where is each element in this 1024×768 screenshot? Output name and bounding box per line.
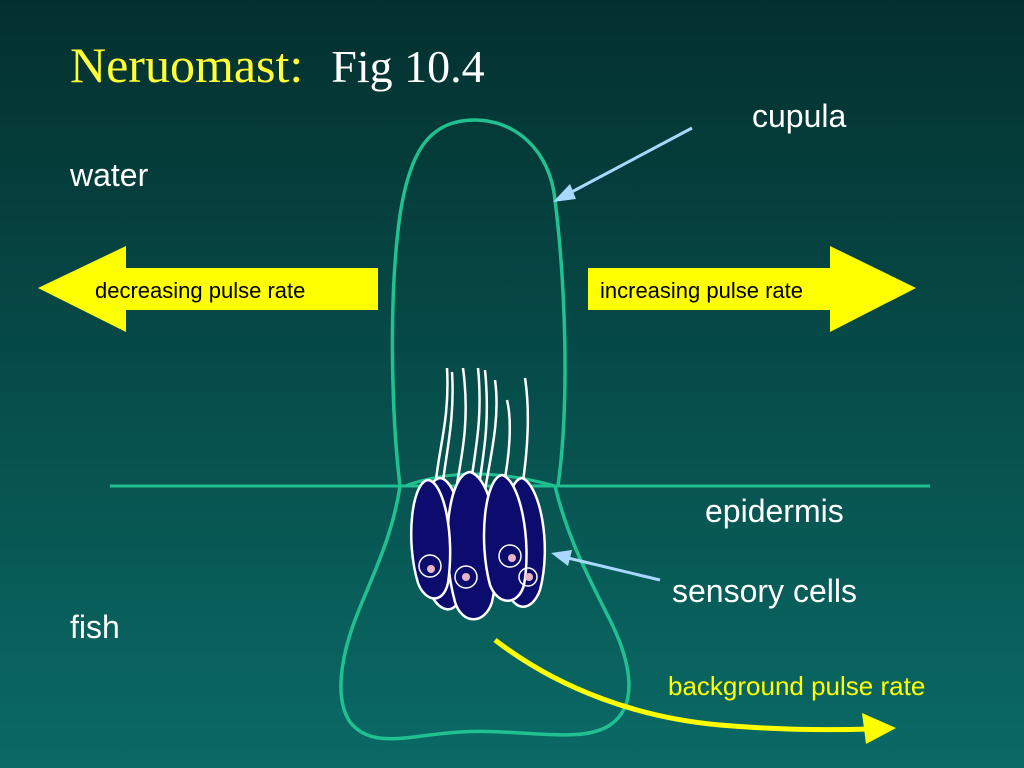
cell-nucleus — [498, 544, 522, 568]
title-main: Neruomast: — [70, 37, 304, 93]
cell-nucleolus — [508, 554, 516, 562]
cell-nucleolus — [427, 565, 435, 573]
title-fig: Fig 10.4 — [331, 41, 485, 92]
cell-nucleus — [454, 565, 478, 589]
background-pulse-label: background pulse rate — [668, 671, 926, 701]
increasing-pulse-arrow: increasing pulse rate — [588, 246, 916, 332]
slide-title: Neruomast: Fig 10.4 — [70, 36, 485, 94]
cell-nucleus — [418, 554, 442, 578]
cell-nucleus — [518, 567, 538, 587]
fish-label: fish — [70, 609, 120, 645]
water-label: water — [70, 157, 149, 193]
cupula-outline — [390, 118, 567, 487]
epidermis-label: epidermis — [705, 493, 844, 529]
increasing-pulse-label: increasing pulse rate — [600, 278, 803, 303]
sensory-cell — [482, 473, 528, 602]
cupula-label: cupula — [752, 98, 847, 134]
cupula-pointer — [553, 126, 693, 202]
neuromast-base-outline — [339, 485, 631, 741]
decreasing-pulse-arrow: decreasing pulse rate — [38, 246, 378, 332]
sensory-cells-pointer — [551, 550, 661, 582]
cell-nucleolus — [525, 573, 533, 581]
decreasing-pulse-label: decreasing pulse rate — [95, 278, 305, 303]
sensory-cells — [409, 470, 547, 621]
cell-nucleolus — [462, 573, 470, 581]
background-pulse-arrow — [493, 638, 896, 744]
sensory-cells-label: sensory cells — [672, 573, 857, 609]
